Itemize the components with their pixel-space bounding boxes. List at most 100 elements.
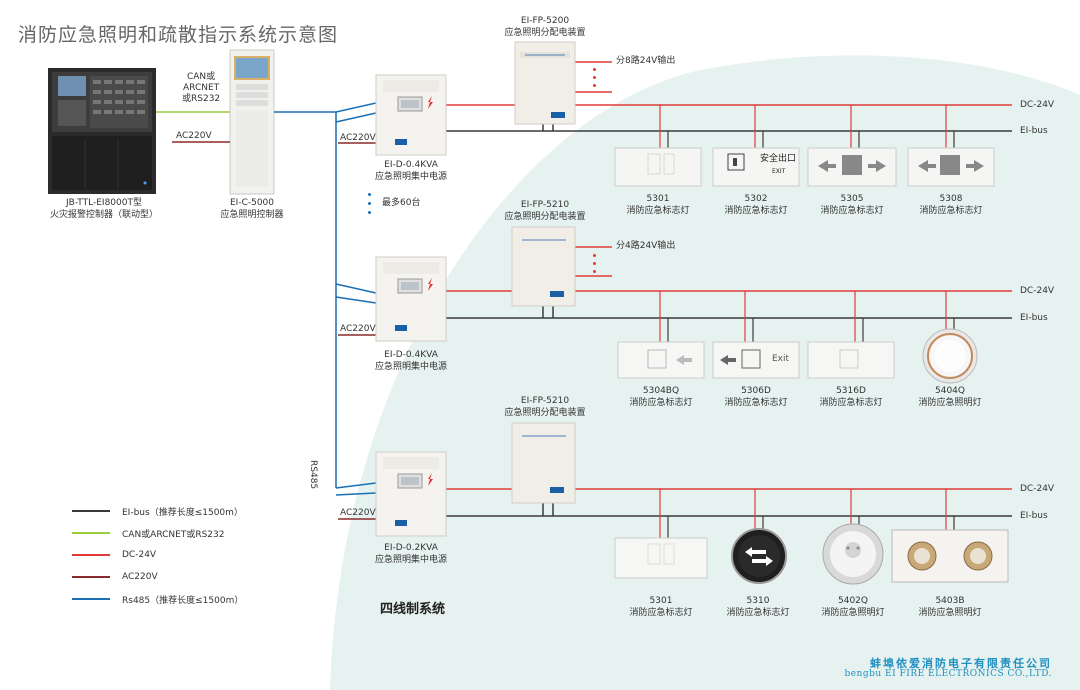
fixture-5301-row3: [614, 537, 708, 579]
legend-swatch: [72, 554, 110, 556]
row1-distributor-model: EI-FP-5200: [520, 16, 570, 26]
legend-label: CAN或ARCNET或RS232: [122, 529, 225, 540]
fire-panel-name: 火灾报警控制器（联动型）: [49, 210, 158, 220]
ellipsis-dot: [593, 262, 596, 265]
row3-fixture1-code: 5301: [649, 596, 673, 606]
fixture-5316D-row2: [807, 341, 895, 379]
ellipsis-dot: [368, 193, 371, 196]
legend-item-rs485: Rs485（推荐长度≤1500m）: [72, 593, 243, 606]
distributor-2-box: [511, 226, 576, 307]
legend-swatch: [72, 532, 110, 534]
row3-distributor-name: 应急照明分配电装置: [504, 408, 586, 418]
company-name-cn: 蚌埠依爱消防电子有限责任公司: [870, 657, 1052, 670]
fixture-drop-lines: [659, 105, 955, 538]
row1-distributor-name: 应急照明分配电装置: [504, 28, 586, 38]
row2-fixture3-name: 消防应急标志灯: [819, 398, 883, 408]
legend-item-eibus: EI-bus（推荐长度≤1500m）: [72, 505, 243, 518]
row2-power-name: 应急照明集中电源: [374, 362, 447, 372]
legend-item-dc24v: DC-24V: [72, 549, 156, 561]
row2-fixture3-code: 5316D: [836, 386, 866, 396]
ellipsis-dot: [593, 68, 596, 71]
row3-fixture4-name: 消防应急照明灯: [918, 608, 982, 618]
legend-item-ac220v: AC220V: [72, 571, 158, 583]
row2-fixture1-name: 消防应急标志灯: [629, 398, 693, 408]
row3-power-name: 应急照明集中电源: [374, 555, 447, 565]
can-link-label: CAN或 ARCNET 或RS232: [182, 72, 221, 104]
row3-fixture4-code: 5403B: [935, 596, 965, 606]
power-unit-1-box: [375, 74, 447, 156]
legend-item-can: CAN或ARCNET或RS232: [72, 527, 225, 540]
row2-fixture4-code: 5404Q: [935, 386, 965, 396]
ellipsis-dot: [368, 211, 371, 214]
row1-fixture2-sign-en: EXIT: [772, 168, 786, 175]
row1-power-name: 应急照明集中电源: [374, 172, 447, 182]
controller-ac220v-label: AC220V: [176, 131, 212, 141]
row1-fixture4-code: 5308: [939, 194, 963, 204]
row1-dc24v-label: DC-24V: [1020, 100, 1055, 110]
fixture-5403B-row3: [891, 529, 1009, 583]
row1-max-units-note: 最多60台: [382, 198, 421, 208]
row3-power-model: EI-D-0.2KVA: [384, 543, 438, 553]
distributor-1-box: [514, 41, 576, 125]
fixture-5302-row1: [712, 147, 800, 187]
power-unit-2-box: [375, 256, 447, 342]
system-type-label: 四线制系统: [380, 602, 446, 617]
row2-eibus-label: EI-bus: [1020, 313, 1048, 323]
row2-distributor-output: 分4路24V输出: [616, 241, 676, 251]
row1-fixture1-name: 消防应急标志灯: [626, 206, 690, 216]
row2-fixture2-code: 5306D: [741, 386, 771, 396]
row2-fixture2-sign-en: Exit: [772, 354, 790, 364]
row1-eibus-label: EI-bus: [1020, 126, 1048, 136]
fixture-5308-row1: [907, 147, 995, 187]
ellipsis-dot: [593, 84, 596, 87]
row2-fixture1-code: 5304BQ: [642, 386, 680, 396]
row3-eibus-label: EI-bus: [1020, 511, 1048, 521]
rs485-lines: [274, 102, 377, 496]
row2-power-model: EI-D-0.4KVA: [384, 350, 438, 360]
row1-fixture2-name: 消防应急标志灯: [724, 206, 788, 216]
ellipsis-dot: [593, 76, 596, 79]
row2-distributor-model: EI-FP-5210: [520, 200, 570, 210]
row1-fixture2-sign-text: 安全出口: [760, 154, 797, 164]
fixture-5310-row3: [731, 528, 787, 584]
distributor-3-box: [511, 422, 576, 504]
row3-distributor-model: EI-FP-5210: [520, 396, 570, 406]
row1-fixture1-code: 5301: [646, 194, 670, 204]
legend-swatch: [72, 576, 110, 578]
row2-fixture2-name: 消防应急标志灯: [724, 398, 788, 408]
controller-name: 应急照明控制器: [220, 210, 284, 220]
row3-ac220v-label: AC220V: [340, 508, 376, 518]
row3-fixture2-name: 消防应急标志灯: [726, 608, 790, 618]
row2-ac220v-label: AC220V: [340, 324, 376, 334]
row3-fixture1-name: 消防应急标志灯: [629, 608, 693, 618]
row2-distributor-name: 应急照明分配电装置: [504, 212, 586, 222]
controller-cabinet: [229, 49, 275, 195]
legend-label: AC220V: [122, 572, 158, 582]
row3-dc24v-label: DC-24V: [1020, 484, 1055, 494]
row1-fixture3-name: 消防应急标志灯: [820, 206, 884, 216]
company-name-en: bengbu EI FIRE ELECTRONICS CO.,LTD.: [844, 669, 1052, 679]
row3-fixture3-name: 消防应急照明灯: [821, 608, 885, 618]
rs485-label: RS485: [308, 460, 318, 490]
legend-label: EI-bus（推荐长度≤1500m）: [122, 507, 243, 518]
legend-swatch: [72, 598, 110, 600]
ac220v-feed-lines: [338, 142, 376, 520]
row3-fixture2-code: 5310: [746, 596, 770, 606]
controller-model: EI-C-5000: [229, 198, 275, 208]
legend-swatch: [72, 510, 110, 512]
row1-power-model: EI-D-0.4KVA: [384, 160, 438, 170]
fixture-5305-row1: [807, 147, 897, 187]
page-title: 消防应急照明和疏散指示系统示意图: [18, 24, 339, 46]
ellipsis-dot: [593, 254, 596, 257]
fixture-5306D-row2: [712, 341, 800, 379]
fixture-5404Q-row2: [922, 328, 978, 384]
row1-fixture4-name: 消防应急标志灯: [919, 206, 983, 216]
row1-distributor-output: 分8路24V输出: [616, 56, 676, 66]
ellipsis-dot: [368, 202, 371, 205]
fixture-5301-row1: [614, 147, 702, 187]
row2-dc24v-label: DC-24V: [1020, 286, 1055, 296]
power-unit-3-box: [375, 451, 447, 537]
row1-fixture3-code: 5305: [840, 194, 864, 204]
